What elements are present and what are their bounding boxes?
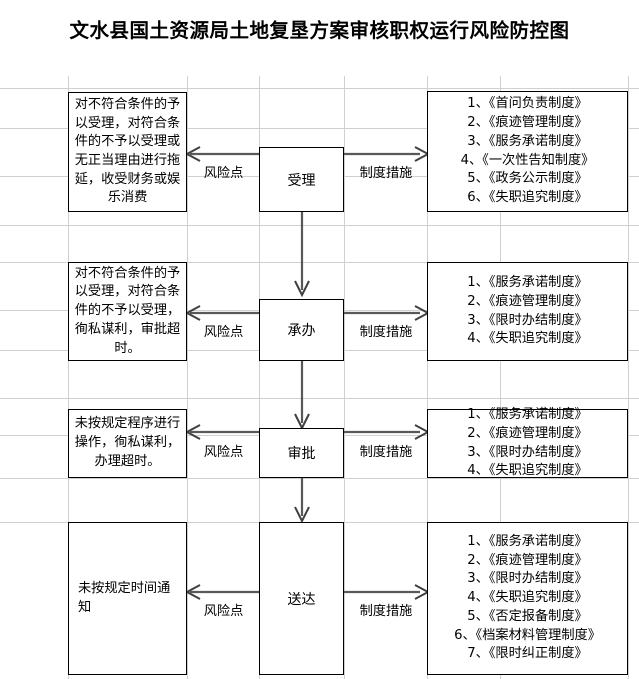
measures-box-row4[interactable]: 1、《服务承诺制度》 2、《痕迹管理制度》 3、《限时办结制度》 4、《失职追究… xyxy=(427,522,628,675)
gridline-horizontal xyxy=(0,225,639,226)
risk-point-label-row2: 风险点 xyxy=(203,325,244,340)
measure-item: 1、《服务承诺制度》 xyxy=(467,407,588,423)
risk-point-label-row4: 风险点 xyxy=(203,604,244,619)
measure-item: 7、《限时纠正制度》 xyxy=(467,646,588,662)
risk-box-row1[interactable]: 对不符合条件的予以受理，对符合条件的不予以受理或无正当理由进行拖延，收受财务或娱… xyxy=(68,92,187,212)
gridline-horizontal xyxy=(0,262,639,263)
measure-item: 4、《失职追究制度》 xyxy=(467,331,588,347)
risk-text: 未按规定时间通知 xyxy=(78,580,171,615)
measure-item: 6、《档案材料管理制度》 xyxy=(454,627,601,643)
gridline-horizontal xyxy=(0,398,639,399)
stage-label: 审批 xyxy=(287,446,316,462)
measures-label-row4: 制度措施 xyxy=(359,604,413,619)
measure-item: 3、《服务承诺制度》 xyxy=(467,133,588,149)
gridline-vertical xyxy=(259,76,260,679)
risk-box-row2[interactable]: 对不符合条件的予以受理，对符合条件的不予以受理，徇私谋利，审批超时。 xyxy=(68,262,187,361)
stage-box-songda[interactable]: 送达 xyxy=(259,522,344,675)
risk-text: 对不符合条件的予以受理，对符合条件的不予以受理，徇私谋利，审批超时。 xyxy=(74,265,181,356)
measures-box-row2[interactable]: 1、《服务承诺制度》 2、《痕迹管理制度》 3、《限时办结制度》 4、《失职追究… xyxy=(427,262,628,361)
stage-label: 受理 xyxy=(287,172,316,189)
measure-item: 3、《限时办结制度》 xyxy=(467,444,588,460)
measure-item: 4、《失职追究制度》 xyxy=(467,463,588,479)
measure-item: 1、《首问负责制度》 xyxy=(467,96,588,112)
stage-box-shenpi[interactable]: 审批 xyxy=(259,428,344,478)
measure-item: 3、《限时办结制度》 xyxy=(467,571,588,587)
stage-box-chengban[interactable]: 承办 xyxy=(259,299,344,361)
measures-label-row2: 制度措施 xyxy=(359,325,413,340)
arrowhead-risk-row1 xyxy=(184,146,201,162)
measure-item: 2、《痕迹管理制度》 xyxy=(467,293,588,309)
arrowhead-risk-row3 xyxy=(184,424,201,440)
risk-text: 对不符合条件的予以受理，对符合条件的不予以受理或无正当理由进行拖延，收受财务或娱… xyxy=(74,96,181,206)
measure-item: 3、《限时办结制度》 xyxy=(467,312,588,328)
measure-item: 2、《痕迹管理制度》 xyxy=(467,425,588,441)
page-title: 文水县国土资源局土地复垦方案审核职权运行风险防控图 xyxy=(69,19,570,42)
gridline-vertical xyxy=(68,76,69,679)
gridline-vertical xyxy=(427,76,428,679)
stage-label: 送达 xyxy=(287,591,316,608)
measure-item: 1、《服务承诺制度》 xyxy=(467,533,588,549)
gridline-horizontal xyxy=(0,88,639,89)
measures-label-row3: 制度措施 xyxy=(359,445,413,460)
arrowhead-risk-row4 xyxy=(184,584,201,600)
gridline-vertical xyxy=(344,76,345,679)
risk-text: 未按规定程序进行操作，徇私谋利，办理超时。 xyxy=(74,416,181,469)
measure-item: 4、《一次性告知制度》 xyxy=(460,152,595,168)
gridline-horizontal xyxy=(0,478,639,479)
stage-label: 承办 xyxy=(287,323,316,339)
risk-box-row3[interactable]: 未按规定程序进行操作，徇私谋利，办理超时。 xyxy=(68,409,187,478)
risk-point-label-row1: 风险点 xyxy=(203,166,244,181)
measures-label-row1: 制度措施 xyxy=(359,166,413,181)
risk-box-row4[interactable]: 未按规定时间通知 xyxy=(68,522,187,675)
arrowhead-risk-row2 xyxy=(184,305,201,321)
gridline-vertical xyxy=(500,76,501,679)
measure-item: 2、《痕迹管理制度》 xyxy=(467,115,588,131)
measure-item: 6、《失职追究制度》 xyxy=(467,189,588,205)
measures-box-row3[interactable]: 1、《服务承诺制度》 2、《痕迹管理制度》 3、《限时办结制度》 4、《失职追究… xyxy=(427,407,628,479)
stage-box-shouli[interactable]: 受理 xyxy=(259,147,344,212)
gridline-vertical xyxy=(628,76,629,679)
measure-item: 2、《痕迹管理制度》 xyxy=(467,552,588,568)
gridline-horizontal xyxy=(0,128,639,129)
measure-item: 5、《否定报备制度》 xyxy=(467,608,588,624)
measures-box-row1[interactable]: 1、《首问负责制度》 2、《痕迹管理制度》 3、《服务承诺制度》 4、《一次性告… xyxy=(427,91,628,212)
gridline-vertical xyxy=(187,76,188,679)
arrowhead-stage-1-to-2 xyxy=(294,280,310,298)
arrowhead-stage-3-to-4 xyxy=(294,506,310,524)
measure-item: 4、《失职追究制度》 xyxy=(467,590,588,606)
risk-point-label-row3: 风险点 xyxy=(203,445,244,460)
measure-item: 5、《政务公示制度》 xyxy=(467,171,588,187)
measure-item: 1、《服务承诺制度》 xyxy=(467,275,588,291)
